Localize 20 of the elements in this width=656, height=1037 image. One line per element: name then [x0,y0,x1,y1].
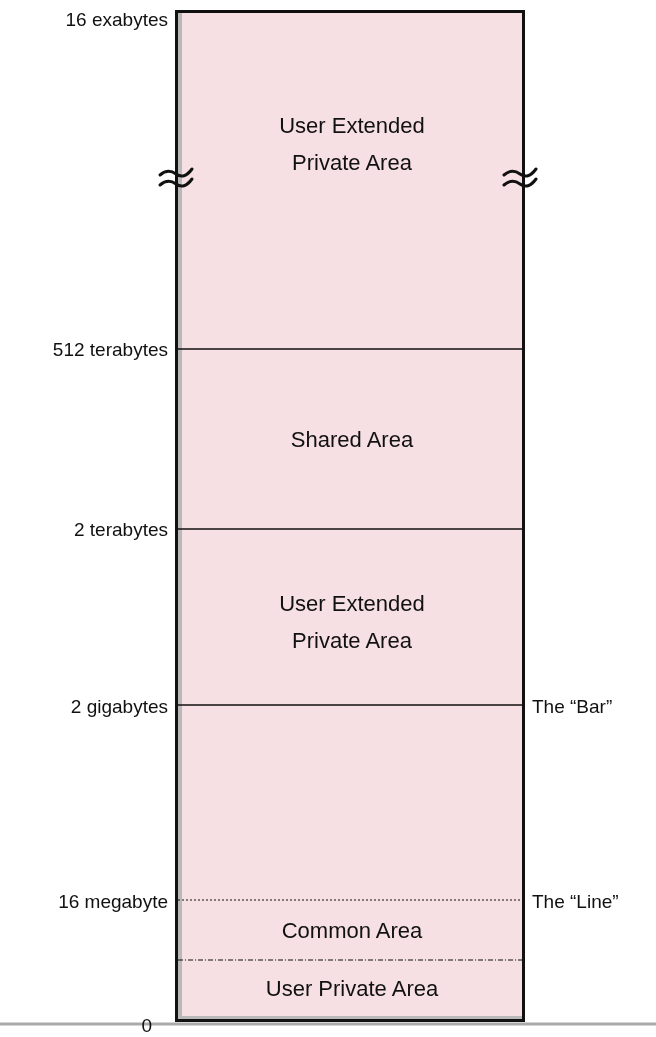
memory-area-band [182,529,522,705]
boundary-name: The “Line” [532,891,619,913]
memory-area-band [182,349,522,529]
area-label: User Extended Private Area [278,112,426,177]
address-label: 0 [141,1015,152,1037]
boundary-name: The “Bar” [532,696,613,718]
address-label: 16 megabyte [58,891,168,913]
address-label: 512 terabytes [52,339,168,361]
address-label: 2 gigabytes [70,696,168,718]
area-label: User Extended Private Area [278,590,426,655]
area-label: User Private Area [264,974,440,1003]
area-label: Shared Area [289,425,415,454]
address-label: 16 exabytes [65,9,168,31]
area-label: Common Area [280,916,424,945]
memory-area-band [182,705,522,900]
memory-area-band [182,960,522,1016]
address-label: 2 terabytes [74,519,168,541]
memory-area-band [182,900,522,960]
memory-map-column [175,10,525,1022]
memory-area-band [182,13,522,349]
